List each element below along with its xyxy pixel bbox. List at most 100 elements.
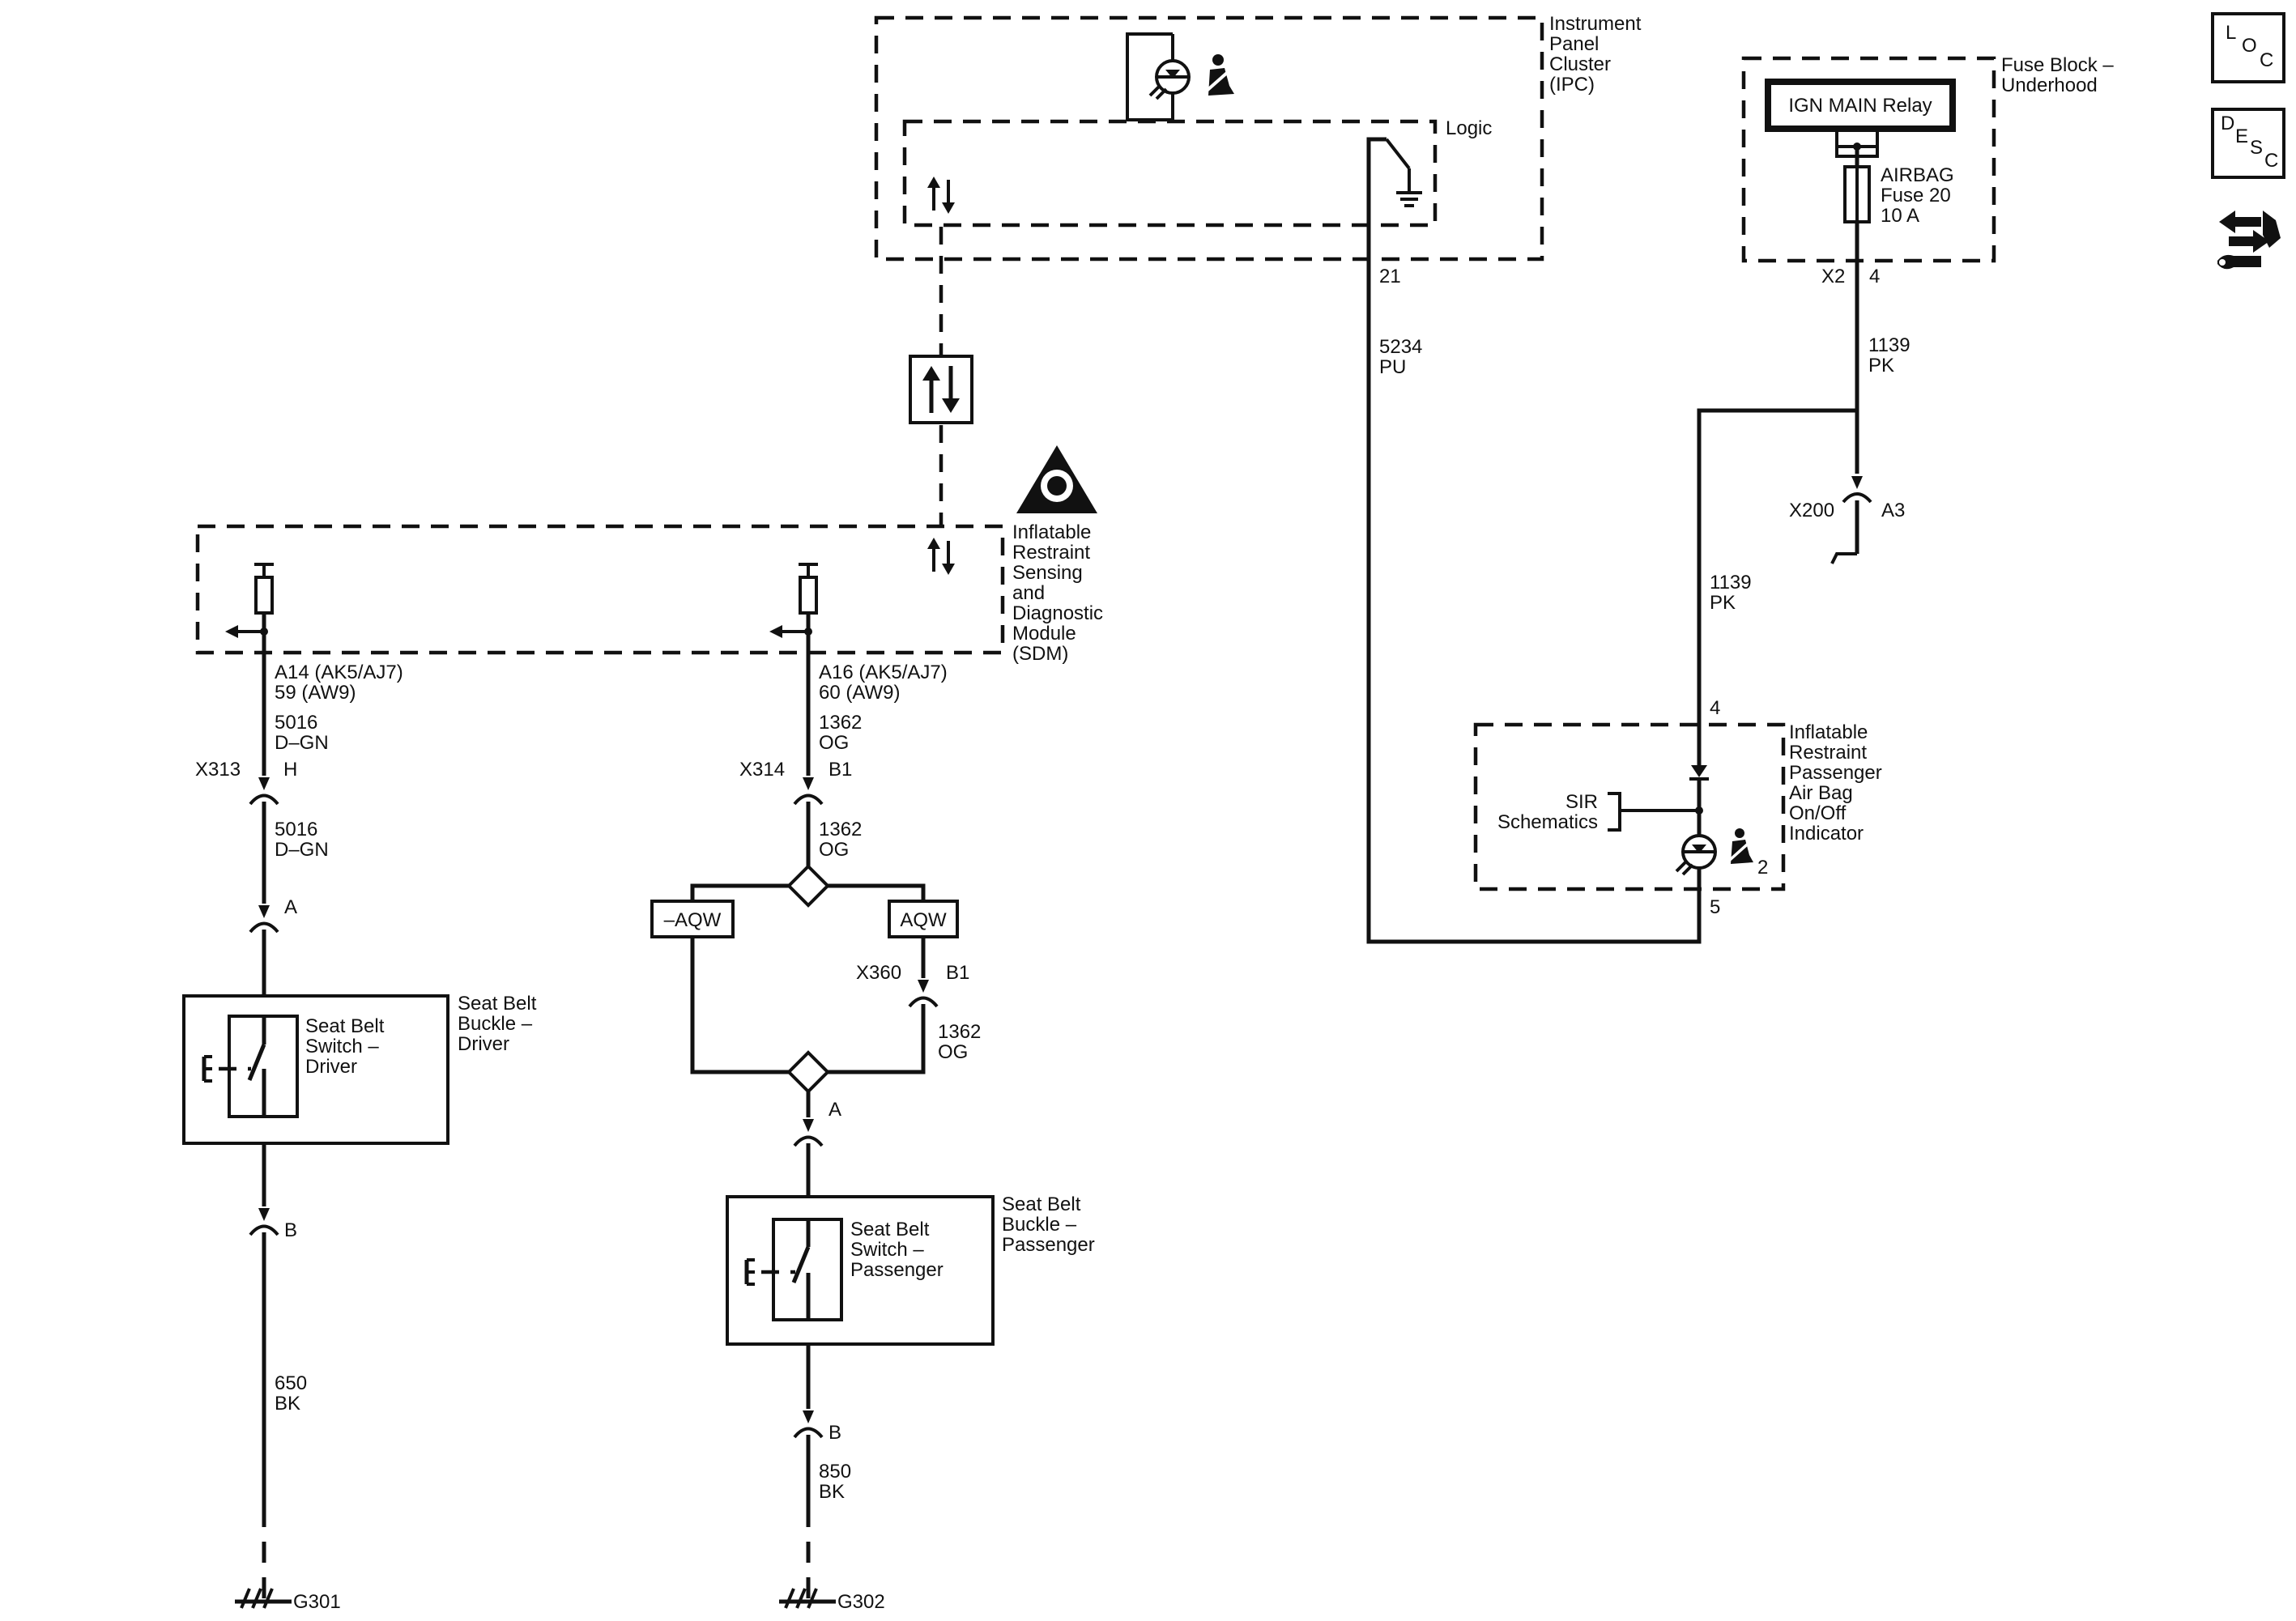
desc-letter-4: C [2264, 150, 2278, 172]
sdm-label-6: Module [1012, 623, 1076, 645]
driver-buckle-label-1: Seat Belt [458, 993, 537, 1015]
footnote-2: 2 [1757, 857, 1768, 879]
fuse-block-label-1: Fuse Block – [2001, 54, 2114, 76]
wire-color: PK [1710, 592, 1736, 614]
x360-label: X360 [856, 962, 901, 984]
wire-color: OG [819, 732, 849, 754]
sdm-label-1: Inflatable [1012, 521, 1091, 543]
loc-letter-2: O [2242, 35, 2257, 57]
indicator-label-5: On/Off [1789, 802, 1847, 824]
a-drv-label: A [284, 896, 297, 918]
ipc-pin-21: 21 [1379, 266, 1401, 287]
a-pass-label: A [829, 1099, 841, 1121]
desc-letter-1: D [2221, 113, 2234, 134]
driver-buckle-label-2: Buckle – [458, 1013, 533, 1035]
passenger-circuit: A16 (AK5/AJ7) 60 (AW9) 1362 OG X314 B1 1… [650, 653, 1095, 1613]
wire-color: PK [1868, 355, 1894, 377]
serial-data-icon [927, 538, 955, 575]
g301-label: G301 [293, 1591, 341, 1613]
wire-5234 [1366, 257, 1702, 944]
pass-buckle-label-1: Seat Belt [1002, 1193, 1081, 1215]
indicator-pin-5: 5 [1710, 896, 1720, 918]
b-pass-label: B [829, 1422, 841, 1444]
indicator-pin-4: 4 [1710, 697, 1720, 719]
wire-number: 5234 [1379, 336, 1422, 358]
option-pos-aqw [888, 900, 959, 938]
x313-label: X313 [195, 759, 241, 781]
fuse-block: Fuse Block – Underhood IGN MAIN Relay AI… [1741, 54, 2114, 287]
ipc-label-1: Instrument [1549, 13, 1642, 35]
pass-switch-label-1: Seat Belt [850, 1219, 930, 1240]
b1-label: B1 [829, 759, 852, 781]
wire-number: 850 [819, 1461, 851, 1483]
ipc-module: Instrument Panel Cluster (IPC) Logic [874, 13, 1642, 287]
wire-color: OG [938, 1041, 968, 1063]
seatbelt-icon [1728, 828, 1755, 864]
loc-button-icon: L O C [2226, 22, 2273, 71]
wire-1139-upper: 1139 PK [1855, 261, 1910, 474]
pass-buckle-label-3: Passenger [1002, 1234, 1095, 1256]
serial-data-icon [909, 355, 973, 424]
indicator-label-1: Inflatable [1789, 721, 1868, 743]
wire-number: 5016 [275, 819, 317, 840]
sir-label-2: Schematics [1497, 811, 1598, 833]
wire-number: 5016 [275, 712, 317, 734]
wire-number: 650 [275, 1372, 307, 1394]
connector-x200: X200 A3 [1789, 476, 1905, 564]
loc-letter-1: L [2226, 22, 2236, 44]
ground-icon [235, 1588, 292, 1609]
pass-switch-label-2: Switch – [850, 1239, 924, 1261]
sdm-label-5: Diagnostic [1012, 602, 1103, 624]
sdm-passenger-input [769, 563, 818, 653]
x200-label: X200 [1789, 500, 1834, 521]
b1b-label: B1 [946, 962, 969, 984]
logic-label: Logic [1446, 117, 1492, 139]
sdm-module: Inflatable Restraint Sensing and Diagnos… [195, 445, 1103, 665]
driver-switch-label-3: Driver [305, 1056, 357, 1078]
wire-number: 1362 [938, 1021, 981, 1043]
wire-color: OG [819, 839, 849, 861]
g302-label: G302 [837, 1591, 885, 1613]
ipc-label-3: Cluster [1549, 53, 1611, 75]
option-pos-label: AQW [900, 909, 947, 931]
fuse-pin-4: 4 [1869, 266, 1880, 287]
loc-letter-3: C [2260, 49, 2273, 71]
fuse-label-1: AIRBAG [1881, 164, 1954, 186]
wire-color: D–GN [275, 732, 329, 754]
wire-color: D–GN [275, 839, 329, 861]
h-label: H [283, 759, 297, 781]
driver-buckle-label-3: Driver [458, 1033, 509, 1055]
seatbelt-icon [1205, 54, 1236, 96]
driver-switch-label-1: Seat Belt [305, 1015, 385, 1037]
driver-switch-label-2: Switch – [305, 1036, 379, 1057]
b-drv-label: B [284, 1219, 297, 1241]
wire-color: BK [819, 1481, 845, 1503]
airbag-warning-icon [1016, 445, 1097, 513]
serial-data-icon [927, 177, 955, 214]
wire-color: PU [1379, 356, 1406, 378]
indicator-label-3: Passenger [1789, 762, 1882, 784]
wire-number: 1139 [1868, 334, 1910, 356]
sdm-pin-pass-2: 60 (AW9) [819, 682, 900, 704]
pass-buckle-label-2: Buckle – [1002, 1214, 1077, 1236]
fuse-block-label-2: Underhood [2001, 74, 2098, 96]
wire-color: BK [275, 1393, 300, 1415]
desc-button-icon: D E S C [2221, 113, 2278, 172]
sdm-pin-pass-1: A16 (AK5/AJ7) [819, 662, 948, 683]
x314-label: X314 [739, 759, 785, 781]
desc-button[interactable]: D E S C [2211, 108, 2285, 179]
wire-number: 1139 [1710, 572, 1752, 594]
ign-main-relay-box [1765, 79, 1956, 132]
fuse-label-2: Fuse 20 [1881, 185, 1951, 206]
driver-circuit: A14 (AK5/AJ7) 59 (AW9) 5016 D–GN X313 H … [182, 653, 537, 1613]
lamp-icon [1126, 32, 1191, 121]
ign-main-relay-label: IGN MAIN Relay [1788, 95, 1932, 117]
sdm-label-3: Sensing [1012, 562, 1083, 584]
lamp-icon [1675, 834, 1717, 876]
wire-number: 1362 [819, 819, 862, 840]
connector-end-view-icon[interactable] [2213, 202, 2284, 283]
loc-button[interactable]: L O C [2211, 12, 2285, 83]
ipc-label-4: (IPC) [1549, 74, 1595, 96]
ground-icon [779, 1588, 836, 1609]
